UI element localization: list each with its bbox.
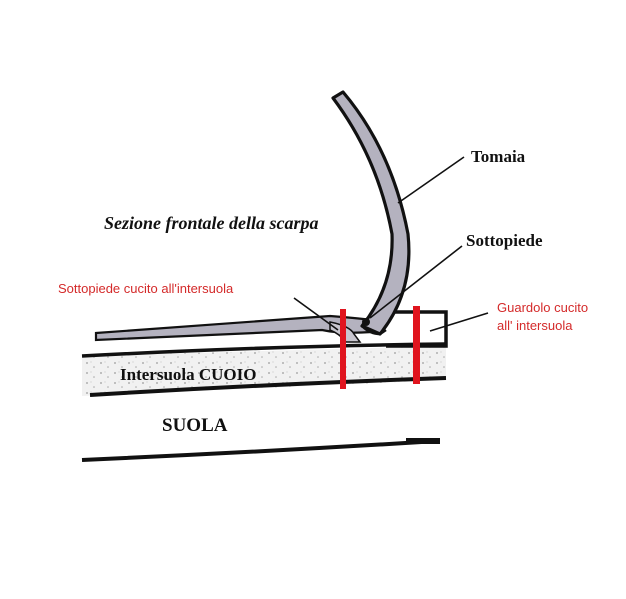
label-guardolo-line1: Guardolo cucito xyxy=(497,300,588,315)
upper-lasted-end xyxy=(361,325,387,336)
leader-sottopiede xyxy=(369,245,463,319)
label-sottopiede-cucito: Sottopiede cucito all'intersuola xyxy=(58,281,234,296)
outsole-edge xyxy=(406,438,440,444)
label-intersuola: Intersuola CUOIO xyxy=(120,365,256,384)
outsole-band xyxy=(82,387,438,460)
diagram-title: Sezione frontale della scarpa xyxy=(104,213,319,233)
leader-sottopiede-cucito xyxy=(293,297,339,331)
leader-guardolo xyxy=(429,312,489,332)
stitch-insole-midsole xyxy=(340,309,346,389)
label-guardolo-line2: all' intersuola xyxy=(497,318,573,333)
upper-stitch-point xyxy=(362,318,370,326)
outsole-bottom-line xyxy=(81,439,439,462)
label-suola: SUOLA xyxy=(162,415,228,436)
upper xyxy=(331,90,411,336)
midsole-speckle xyxy=(82,346,446,396)
midsole-bottom-line xyxy=(89,376,447,397)
label-sottopiede: Sottopiede xyxy=(466,231,543,250)
stitch-welt-midsole xyxy=(413,306,420,384)
label-tomaia: Tomaia xyxy=(471,147,526,166)
leader-tomaia xyxy=(397,156,465,204)
